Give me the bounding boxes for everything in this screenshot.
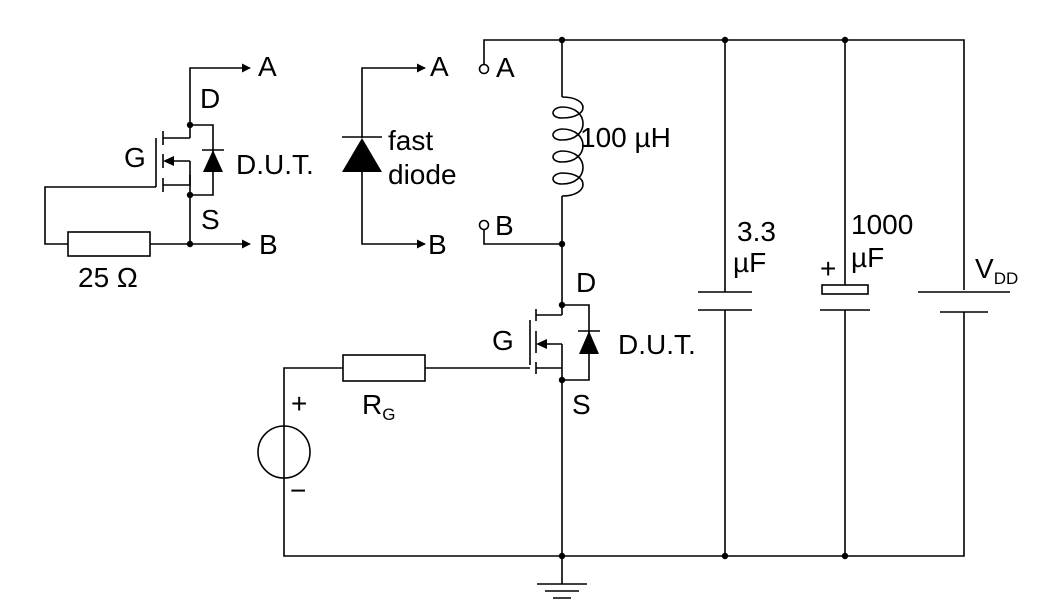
cap2-plus-label: + xyxy=(820,253,836,284)
left-gate-wire xyxy=(44,186,156,245)
left-circuit: A D G D.U.T. S B 25 Ω xyxy=(44,51,314,293)
cap2-label-line1: 1000 xyxy=(851,209,913,240)
main-body-diode xyxy=(562,304,600,381)
left-body-diode xyxy=(190,124,224,196)
junction-dot xyxy=(721,552,729,560)
main-junction-dot xyxy=(558,301,566,309)
left-mosfet-symbol xyxy=(155,131,191,192)
left-source-wire xyxy=(189,175,251,249)
left-resistor-25ohm xyxy=(67,231,151,257)
capacitor-1000uf xyxy=(820,40,870,556)
junction-dot xyxy=(558,240,566,248)
ground-icon xyxy=(537,583,587,599)
main-source-label: S xyxy=(572,389,591,420)
main-circuit: A 100 µH B xyxy=(257,36,1018,599)
inductor-label: 100 µH xyxy=(580,122,671,153)
source-plus-label: + xyxy=(291,388,307,419)
cap2-label-line2: µF xyxy=(851,242,884,273)
junction-dot xyxy=(841,552,849,560)
resistor-25ohm-label: 25 Ω xyxy=(78,262,138,293)
junction-dot xyxy=(558,36,566,44)
left-dut-label: D.U.T. xyxy=(236,149,314,180)
diode-circuit: A fast diode B xyxy=(342,51,457,260)
left-junction-dot xyxy=(186,191,194,199)
terminal-a-connector xyxy=(478,63,490,75)
diode-wire-b xyxy=(361,172,426,249)
main-mosfet-symbol xyxy=(529,305,563,380)
left-junction-dot xyxy=(186,240,194,248)
main-drain-label: D xyxy=(576,267,596,298)
main-terminal-a-label: A xyxy=(496,52,515,83)
fast-diode-symbol xyxy=(342,138,382,172)
junction-dot xyxy=(721,36,729,44)
gate-resistor-label: RG xyxy=(362,389,395,424)
vdd-supply xyxy=(918,291,1010,313)
source-minus-label: − xyxy=(290,475,306,506)
left-drain-wire xyxy=(189,63,251,138)
junction-dot xyxy=(558,552,566,560)
capacitor-3-3uf xyxy=(698,40,752,556)
fast-diode-label-line2: diode xyxy=(388,159,457,190)
left-gate-label: G xyxy=(124,142,146,173)
main-terminal-b-label: B xyxy=(495,210,514,241)
diode-terminal-b-label: B xyxy=(428,229,447,260)
left-terminal-a-label: A xyxy=(258,51,277,82)
left-terminal-b-label: B xyxy=(259,229,278,260)
left-drain-label: D xyxy=(200,83,220,114)
gate-drive-wire xyxy=(283,367,343,427)
vdd-label: VDD xyxy=(975,253,1018,288)
fast-diode-label-line1: fast xyxy=(388,125,433,156)
left-source-label: S xyxy=(201,204,220,235)
diode-terminal-a-label: A xyxy=(430,51,449,82)
gate-resistor-rg xyxy=(342,354,426,382)
inductor-100uh xyxy=(552,96,584,197)
cap1-label-line2: µF xyxy=(733,247,766,278)
top-rail xyxy=(483,39,965,290)
junction-dot xyxy=(841,36,849,44)
main-gate-label: G xyxy=(492,325,514,356)
cap1-label-line1: 3.3 xyxy=(737,216,776,247)
diode-wire-a xyxy=(361,63,426,138)
left-junction-dot xyxy=(186,121,194,129)
terminal-b-connector xyxy=(478,219,490,231)
main-dut-label: D.U.T. xyxy=(618,329,696,360)
